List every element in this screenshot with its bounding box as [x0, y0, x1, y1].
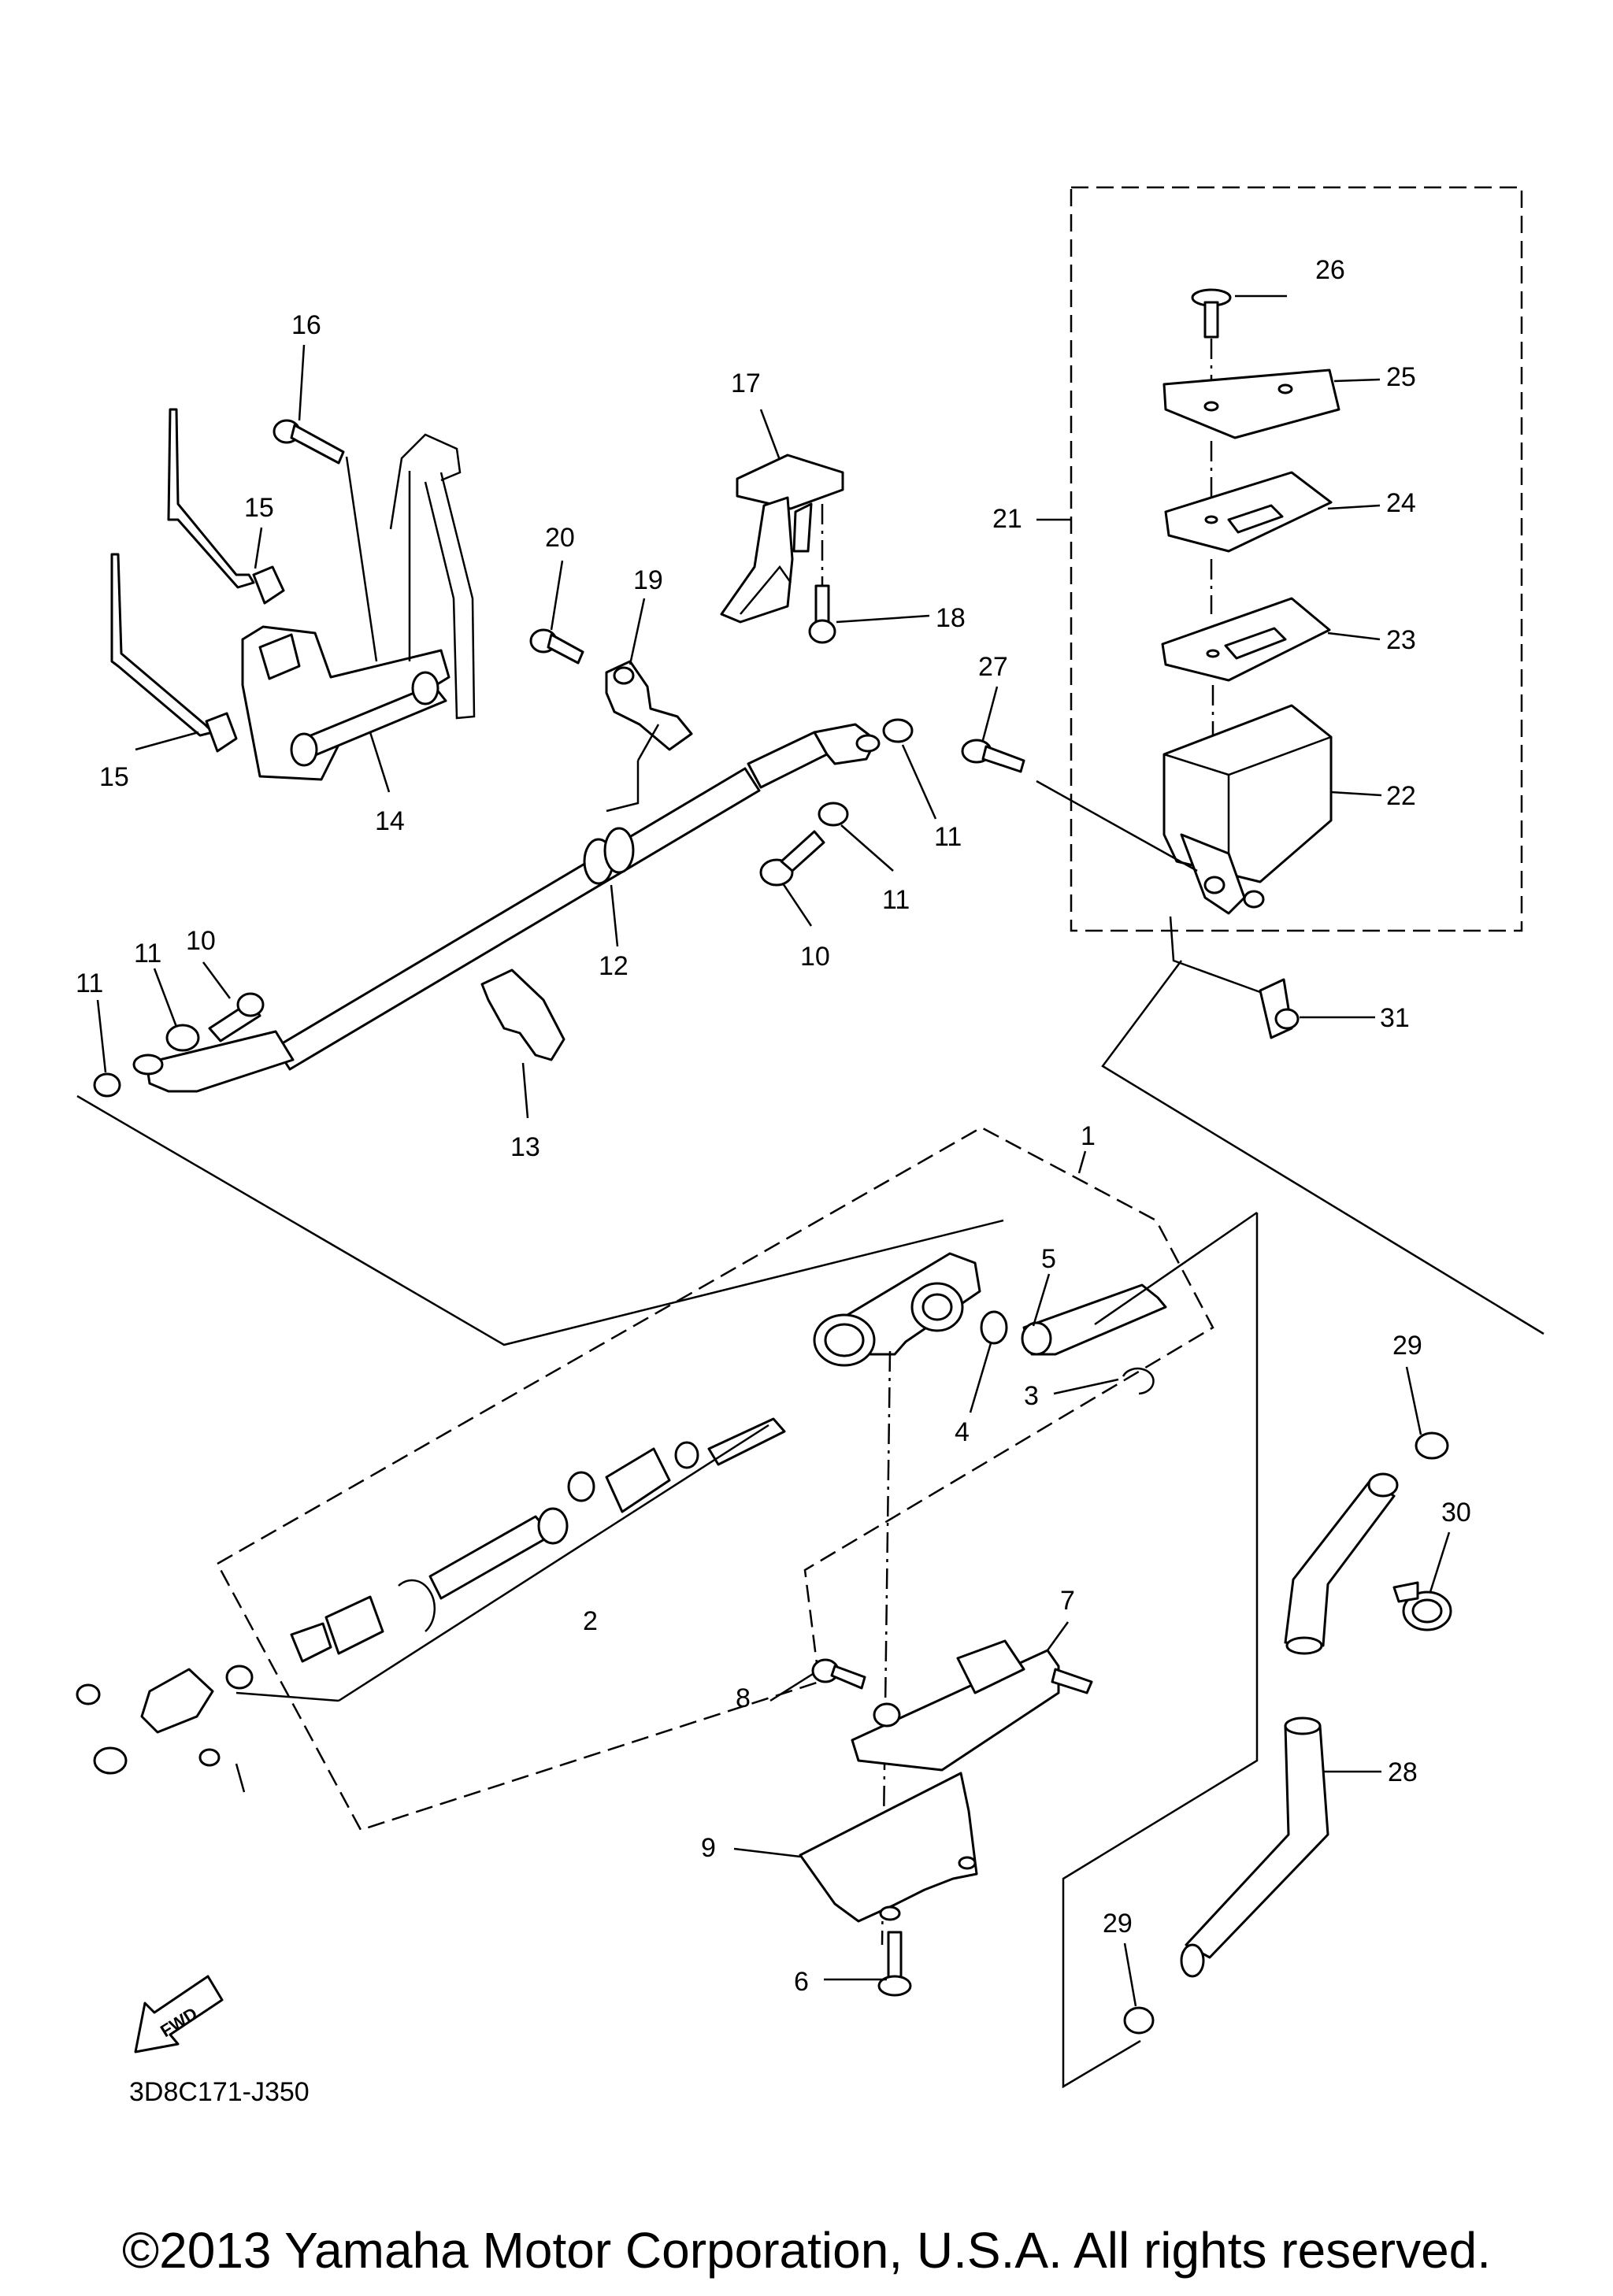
part-29-clamp-lower: [1123, 2006, 1155, 2035]
callout-24: 24: [1386, 488, 1416, 518]
part-7-bracket: [851, 1639, 1093, 1772]
callout-numbers: 26 25 24 23 22 21 27 31 18 17 19 20 16 1…: [76, 255, 1471, 1997]
callout-leaders: [96, 294, 1451, 2007]
part-4-o-ring: [980, 1310, 1008, 1345]
part-29-clamp-upper: [1415, 1431, 1449, 1460]
part-clevis: [76, 1665, 254, 1793]
callout-19: 19: [633, 565, 663, 595]
callout-11-left-inner: 11: [134, 939, 161, 968]
part-8-bolt: [811, 1658, 866, 1690]
callout-11-right-upper: 11: [934, 822, 962, 852]
part-11-washer-3: [882, 718, 914, 743]
part-27-bolt: [961, 739, 1025, 773]
part-19-clamp: [605, 660, 693, 751]
part-20-bolt: [529, 628, 584, 665]
callout-15-lower: 15: [99, 762, 129, 792]
callout-18: 18: [936, 603, 966, 633]
callout-2: 2: [583, 1606, 598, 1636]
part-11-washer-1: [93, 1072, 121, 1098]
part-11-washer-2: [165, 1024, 200, 1052]
part-15-cable-tie-upper: [167, 408, 285, 605]
callout-8: 8: [736, 1683, 751, 1713]
callout-4: 4: [955, 1417, 970, 1447]
diagram-code: 3D8C171-J350: [129, 2077, 310, 2107]
callout-1: 1: [1081, 1121, 1096, 1151]
part-15-cable-tie-lower: [110, 553, 238, 753]
part-26-screw: [1191, 288, 1232, 339]
part-1-master-cylinder-body: [813, 1252, 981, 1367]
callout-7: 7: [1060, 1586, 1075, 1616]
part-22-reservoir: [1162, 704, 1333, 915]
part-28-hose-upper: [1284, 1472, 1399, 1655]
callout-11-right-lower: 11: [882, 885, 910, 915]
callout-23: 23: [1386, 625, 1416, 655]
callout-5: 5: [1041, 1244, 1056, 1274]
part-16-bolt: [273, 419, 345, 465]
part-24-plate: [1164, 471, 1333, 553]
callout-20: 20: [545, 523, 575, 553]
part-31-clamp: [1259, 978, 1300, 1039]
callout-9: 9: [701, 1833, 716, 1863]
callout-29-upper: 29: [1392, 1331, 1422, 1361]
part-3-circlip: [1122, 1367, 1155, 1395]
callout-10-left: 10: [186, 926, 216, 956]
callout-31: 31: [1380, 1003, 1410, 1033]
callout-15-upper: 15: [244, 493, 274, 523]
part-5-hose-joint: [1021, 1283, 1167, 1356]
part-14-bracket: [241, 433, 476, 781]
callout-22: 22: [1386, 781, 1416, 811]
callout-3: 3: [1024, 1381, 1039, 1411]
callout-16: 16: [291, 310, 321, 340]
callout-30: 30: [1441, 1498, 1471, 1528]
part-11-washer-4: [818, 802, 849, 827]
part-9-cover: [799, 1772, 978, 1923]
callout-17: 17: [731, 368, 761, 398]
part-12-brake-hose: [132, 723, 881, 1093]
callout-21: 21: [992, 504, 1022, 534]
callout-11-left-outer: 11: [76, 968, 103, 998]
master-cylinder-assembly-box: [216, 1126, 1214, 1831]
callout-14: 14: [375, 806, 405, 836]
part-10-union-bolt-2: [759, 830, 825, 887]
callout-25: 25: [1386, 362, 1416, 392]
parts-diagram: FWD: [76, 186, 1544, 2107]
part-30-hose-clamp: [1392, 1581, 1452, 1631]
part-23-diaphragm: [1161, 597, 1331, 682]
part-17-bracket: [720, 454, 844, 624]
callout-26: 26: [1315, 255, 1345, 285]
callout-13: 13: [510, 1132, 540, 1162]
callout-10-right: 10: [800, 942, 830, 972]
callout-12: 12: [599, 951, 629, 981]
part-10-union-bolt-1: [208, 992, 265, 1042]
part-28-hose-lower: [1180, 1716, 1329, 1978]
part-2-piston-kit: [290, 1417, 786, 1663]
reservoir-assembly-box: [1070, 186, 1523, 932]
part-13-hose-clip: [480, 968, 565, 1061]
copyright-notice: ©2013 Yamaha Motor Corporation, U.S.A. A…: [121, 2222, 1492, 2279]
part-25-cap: [1162, 368, 1340, 439]
part-18-bolt: [808, 584, 836, 644]
part-6-bolt: [877, 1931, 912, 1997]
callout-28: 28: [1388, 1757, 1418, 1787]
fwd-arrow-icon: FWD: [134, 1975, 224, 2053]
callout-29-lower: 29: [1103, 1909, 1133, 1939]
callout-6: 6: [794, 1967, 809, 1997]
callout-27: 27: [978, 652, 1008, 682]
